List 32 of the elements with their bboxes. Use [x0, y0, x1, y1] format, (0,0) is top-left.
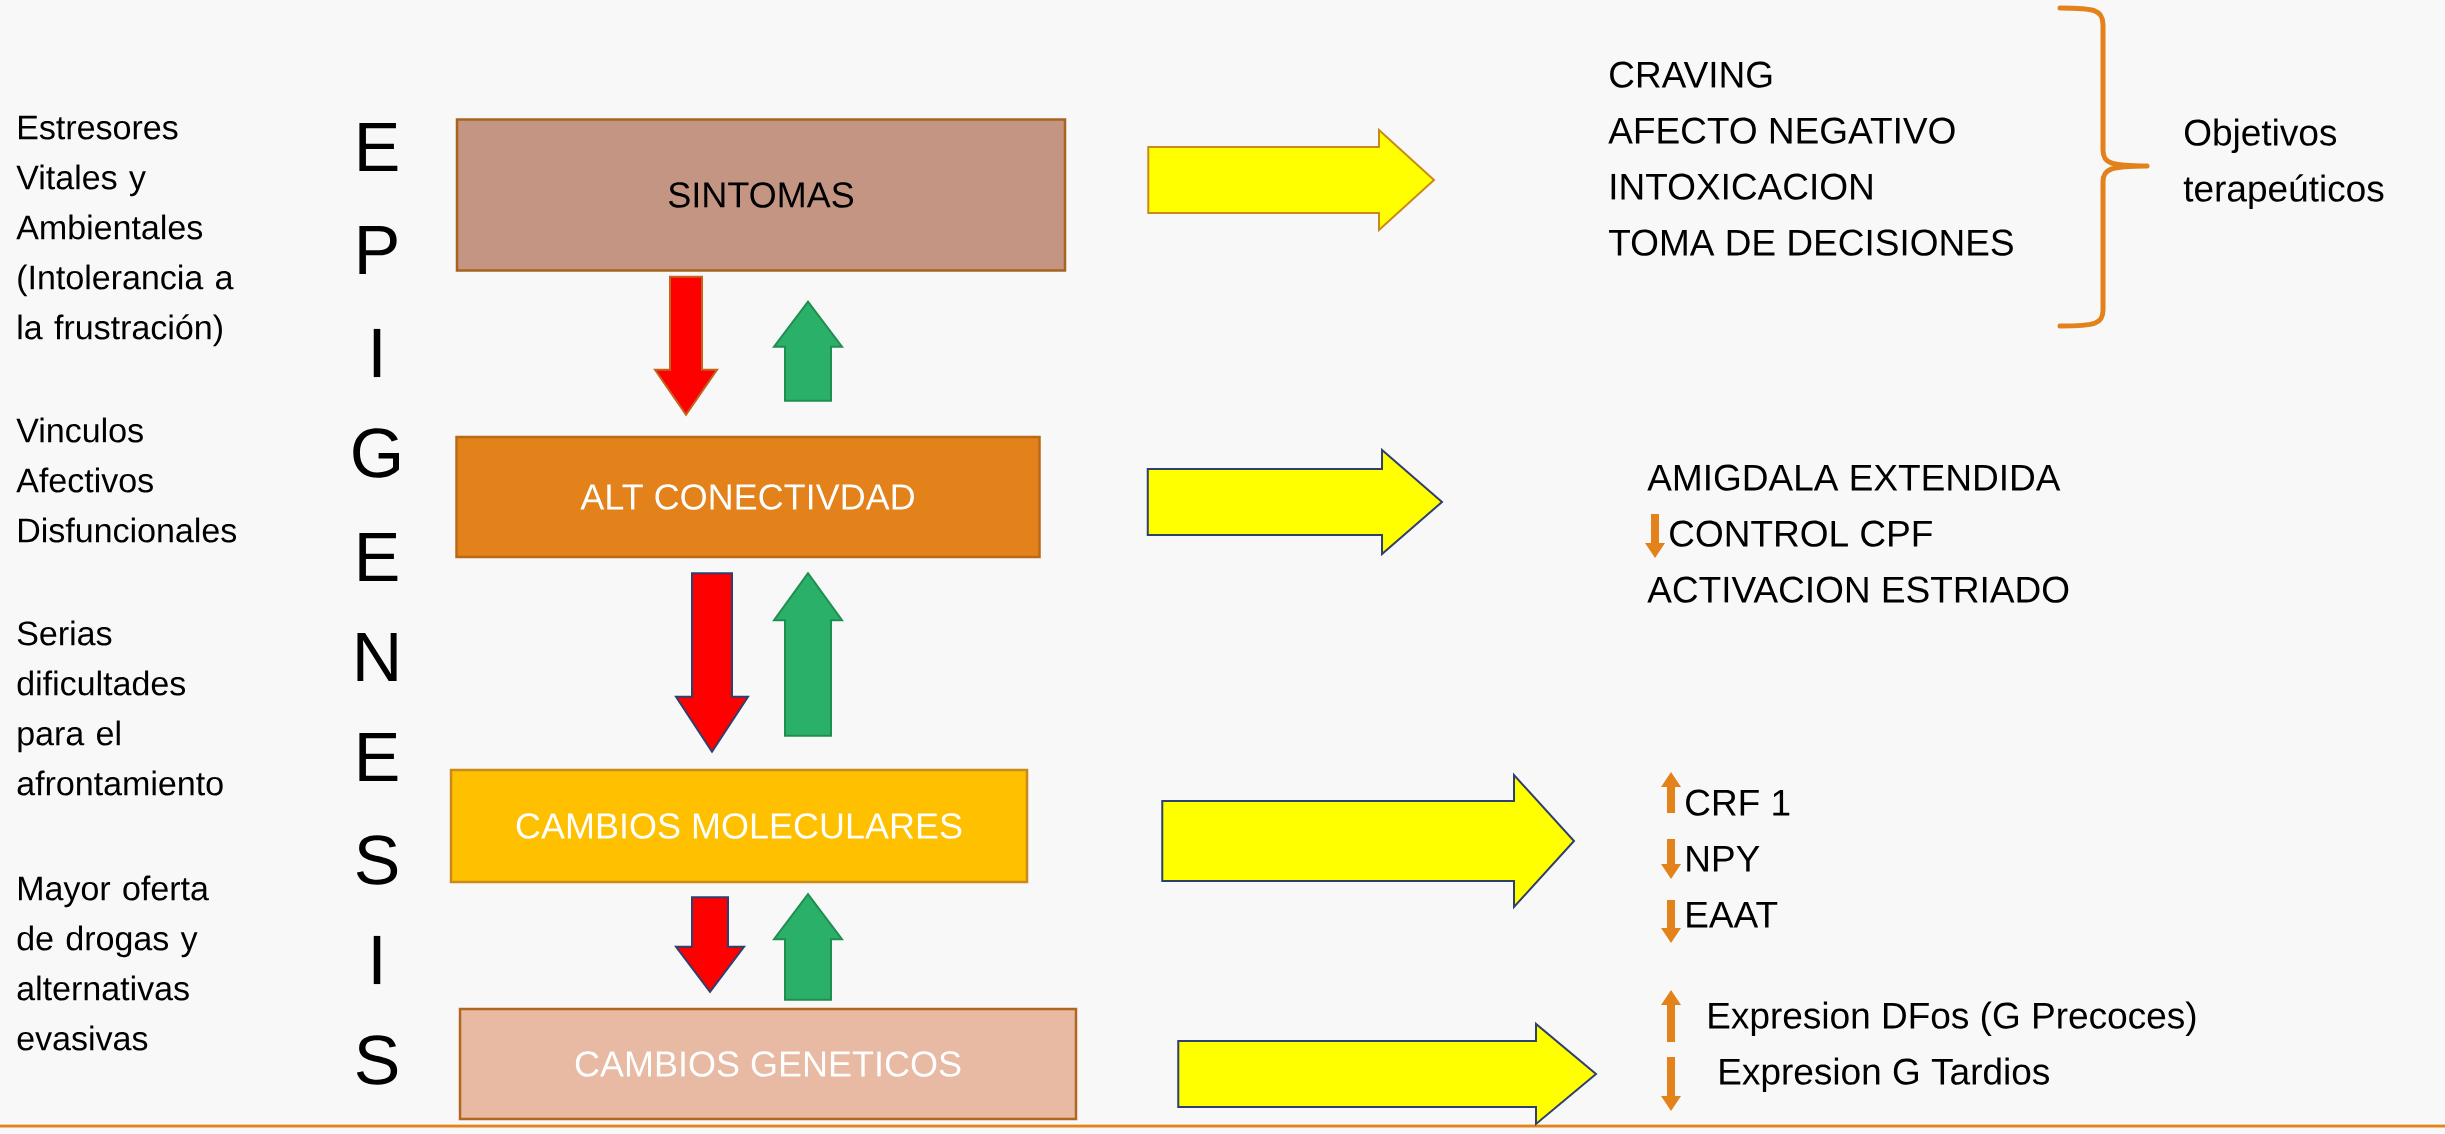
block-arrow	[1177, 1021, 1598, 1127]
side-note: Mayor oferta de drogas y alternativas evasivas	[17, 875, 209, 1051]
item-list: Expresion DFos (G Precoces) Expresion G Tardios	[1709, 1001, 2196, 1093]
block-arrow	[772, 300, 844, 402]
item-list: AMIGDALA EXTENDIDA CONTROL CPF ACTIVACION ESTRIADO	[1647, 464, 2069, 603]
item-list: CRAVING AFECTO NEGATIVO INTOXICACION TOMA DE DECISIONES	[1608, 61, 2013, 256]
item-list: CRF 1 NPY EAAT	[1686, 789, 1790, 928]
letter: S	[356, 835, 398, 885]
process-box: ALT CONECTIVDAD	[455, 435, 1041, 559]
block-arrow	[772, 892, 844, 1001]
block-arrow	[1146, 447, 1444, 557]
brace-note: Objetivos terapeúticos	[2183, 118, 2384, 210]
block-arrow	[653, 275, 719, 417]
letter: E	[359, 532, 398, 582]
process-box: CAMBIOS MOLECULARES	[449, 768, 1029, 884]
block-arrow	[674, 896, 746, 994]
block-arrow	[1147, 127, 1436, 233]
side-note: Vinculos Afectivos Disfuncionales	[16, 417, 237, 543]
block-arrow	[772, 571, 844, 737]
letter: N	[357, 632, 397, 682]
letter: G	[353, 428, 399, 478]
side-note: Serias dificultades para el afrontamiento	[17, 620, 223, 796]
side-note: Estresores Vitales y Ambientales (Intolerancia a la frustración)	[16, 115, 234, 347]
block-arrow	[674, 572, 750, 754]
letter: E	[359, 732, 398, 782]
block-arrow	[1161, 772, 1576, 910]
letter: P	[359, 225, 397, 275]
letter: I	[373, 935, 381, 985]
process-box: CAMBIOS GENETICOS	[458, 1007, 1078, 1121]
letter: S	[356, 1035, 398, 1085]
process-box: SINTOMAS	[455, 118, 1067, 272]
letter: I	[373, 328, 381, 378]
